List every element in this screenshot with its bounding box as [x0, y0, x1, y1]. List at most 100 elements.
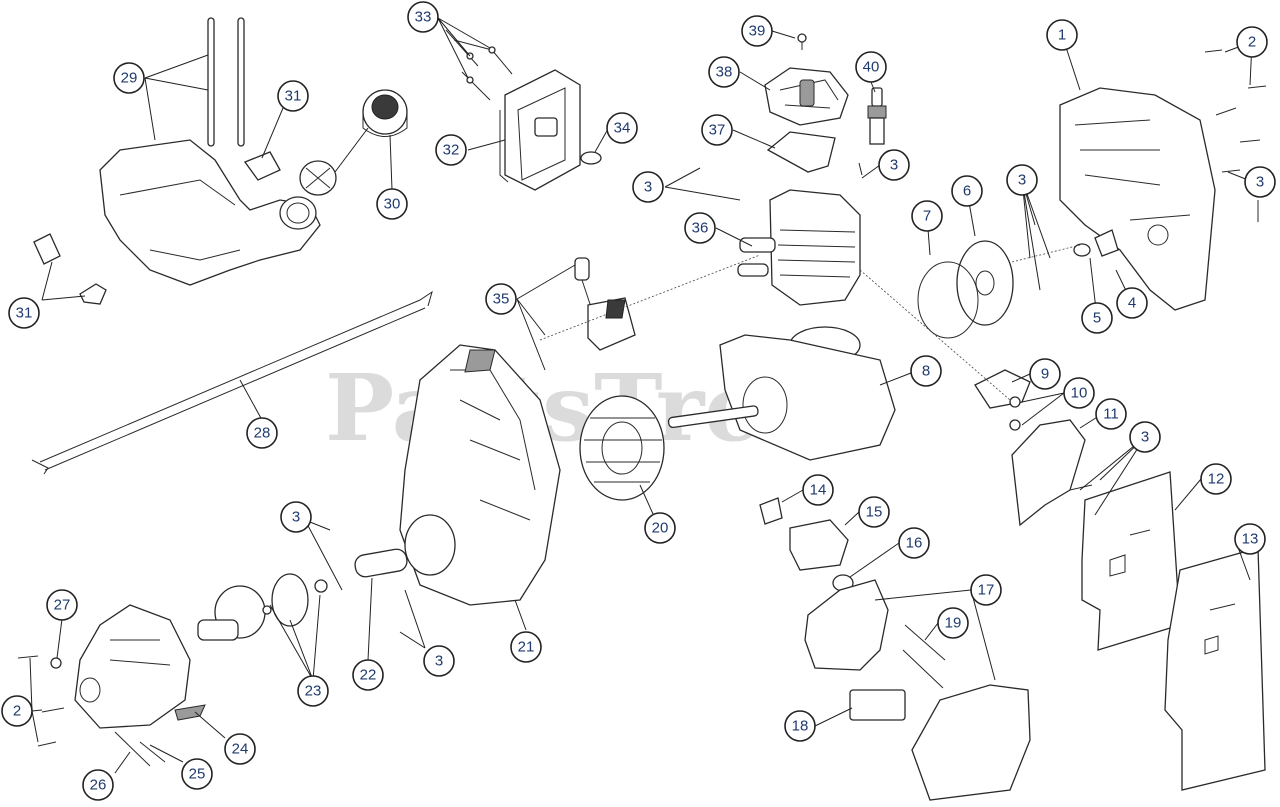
callout-10: 10: [1063, 377, 1095, 409]
callout-36: 36: [684, 212, 716, 244]
part-cylinder: [737, 189, 861, 306]
svg-text:14: 14: [810, 482, 827, 499]
part-flywheel: [579, 395, 665, 501]
part-carb-mount: [974, 369, 1101, 527]
svg-text:35: 35: [493, 291, 510, 308]
svg-text:26: 26: [90, 777, 107, 794]
part-fuel-cap: [299, 89, 408, 196]
callout-5: 5: [1081, 302, 1113, 334]
svg-text:24: 24: [232, 741, 249, 758]
svg-text:6: 6: [963, 183, 971, 200]
svg-text:21: 21: [518, 639, 535, 656]
svg-text:2: 2: [13, 703, 21, 720]
callout-3-fan-housing-bottom: 3: [423, 645, 455, 677]
svg-text:9: 9: [1041, 366, 1049, 383]
svg-text:31: 31: [16, 305, 33, 322]
svg-text:29: 29: [121, 70, 138, 87]
callout-33: 33: [407, 1, 439, 33]
svg-text:2: 2: [1248, 34, 1256, 51]
callout-3-starter: 3: [1006, 164, 1038, 196]
svg-text:3: 3: [890, 157, 898, 174]
callout-30: 30: [376, 188, 408, 220]
callout-15: 15: [858, 496, 890, 528]
callout-22: 22: [352, 659, 384, 691]
callout-3-cylinder-left: 3: [632, 171, 664, 203]
part-cover-gasket: [766, 131, 836, 173]
svg-text:28: 28: [254, 425, 271, 442]
callout-11: 11: [1095, 398, 1127, 430]
svg-text:1: 1: [1058, 27, 1066, 44]
svg-text:39: 39: [749, 23, 766, 40]
svg-text:3: 3: [1141, 429, 1149, 446]
part-spacer: [354, 548, 408, 578]
callout-13: 13: [1234, 523, 1266, 555]
callout-14: 14: [802, 474, 834, 506]
callout-39: 39: [741, 15, 773, 47]
callout-3-cylinder-right: 3: [878, 149, 910, 181]
callout-38: 38: [708, 56, 740, 88]
part-heat-shield-13: [1164, 547, 1266, 791]
callout-32: 32: [435, 134, 467, 166]
svg-text:32: 32: [443, 142, 460, 159]
svg-text:22: 22: [360, 667, 377, 684]
svg-text:5: 5: [1093, 310, 1101, 327]
assembly-guide-lines: [539, 244, 1081, 401]
callout-23: 23: [297, 675, 329, 707]
svg-text:10: 10: [1071, 385, 1088, 402]
callout-3-fan-housing-top: 3: [280, 501, 312, 533]
callout-3-carb-mount: 3: [1129, 421, 1161, 453]
callout-1: 1: [1046, 19, 1078, 51]
svg-text:3: 3: [435, 653, 443, 670]
part-clutch-housing: [74, 604, 206, 729]
callout-3-shroud: 3: [1244, 166, 1276, 198]
part-grommets: [33, 233, 107, 305]
callout-9: 9: [1029, 358, 1061, 390]
svg-text:34: 34: [614, 120, 631, 137]
svg-text:37: 37: [709, 122, 726, 139]
leader-lines: [29, 17, 1254, 774]
callout-6: 6: [951, 175, 983, 207]
svg-text:12: 12: [1208, 471, 1225, 488]
part-starter-plate: [917, 240, 1014, 339]
svg-text:20: 20: [652, 520, 669, 537]
svg-text:25: 25: [189, 766, 206, 783]
svg-text:19: 19: [945, 615, 962, 632]
part-throttle-cable: [31, 290, 433, 475]
svg-text:23: 23: [305, 683, 322, 700]
svg-text:4: 4: [1128, 295, 1136, 312]
svg-text:11: 11: [1103, 406, 1119, 423]
callout-2-bottom: 2: [1, 695, 33, 727]
part-air-filter: [499, 69, 581, 191]
part-engine-shroud: [1059, 87, 1216, 311]
svg-text:3: 3: [292, 509, 300, 526]
part-fuel-tank: [99, 17, 321, 286]
callout-4: 4: [1116, 287, 1148, 319]
callout-7: 7: [911, 200, 943, 232]
callout-18: 18: [784, 710, 816, 742]
part-crankcase: [667, 326, 896, 461]
callout-16: 16: [898, 527, 930, 559]
svg-text:36: 36: [692, 220, 709, 237]
svg-text:15: 15: [866, 504, 883, 521]
svg-text:33: 33: [415, 9, 432, 26]
svg-text:3: 3: [1018, 172, 1026, 189]
svg-text:31: 31: [285, 88, 302, 105]
part-spark-plug: [867, 87, 887, 145]
callout-8: 8: [910, 355, 942, 387]
svg-text:7: 7: [923, 208, 931, 225]
callout-37: 37: [701, 114, 733, 146]
part-heat-shield-12: [1081, 471, 1181, 651]
svg-text:8: 8: [922, 363, 930, 380]
part-clutch: [197, 573, 328, 641]
part-carburetor-group: [759, 497, 1031, 801]
callout-2-top: 2: [1236, 26, 1268, 58]
callout-12: 12: [1200, 463, 1232, 495]
part-screws-2-25-26: [17, 655, 166, 767]
svg-text:38: 38: [716, 64, 733, 81]
svg-text:40: 40: [863, 59, 880, 76]
part-o-ring-34: [580, 151, 602, 165]
svg-text:16: 16: [906, 535, 923, 552]
callout-27: 27: [46, 589, 78, 621]
svg-text:27: 27: [54, 597, 71, 614]
svg-text:3: 3: [644, 179, 652, 196]
